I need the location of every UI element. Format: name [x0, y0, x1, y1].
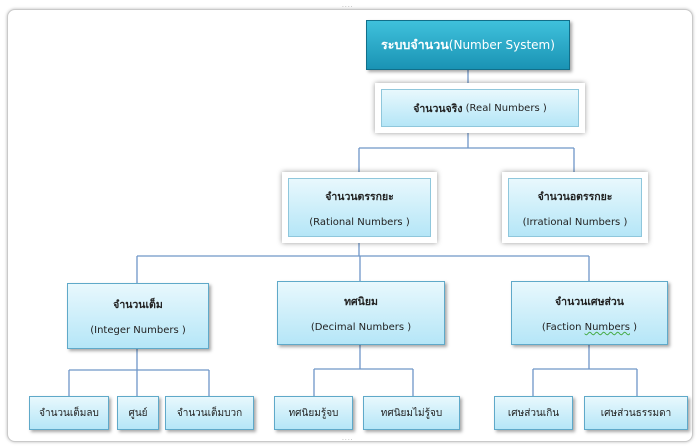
- node-thai-label: จำนวนอตรรกยะ: [537, 190, 613, 203]
- node-negative-integers[interactable]: จำนวนเต็มลบ: [29, 396, 109, 430]
- node-label: ศูนย์: [128, 407, 148, 419]
- node-proper-fractions[interactable]: เศษส่วนธรรมดา: [584, 396, 688, 430]
- node-english-label: (Faction Numbers ): [541, 322, 638, 333]
- node-thai-label: จำนวนเศษส่วน: [555, 296, 624, 308]
- node-english-label: (Irrational Numbers ): [522, 216, 628, 228]
- node-thai-label: จำนวนจริง: [413, 102, 463, 115]
- node-terminating-decimals[interactable]: ทศนิยมรู้จบ: [274, 396, 353, 430]
- node-thai-label: ทศนิยม: [344, 296, 378, 308]
- node-english-label: (Integer Numbers ): [90, 325, 186, 336]
- node-improper-fractions[interactable]: เศษส่วนเกิน: [494, 396, 573, 430]
- node-english-label: (Rational Numbers ): [309, 216, 410, 228]
- node-label: ทศนิยมรู้จบ: [288, 407, 339, 419]
- node-decimal-numbers[interactable]: ทศนิยม (Decimal Numbers ): [277, 281, 445, 345]
- resize-handle-bottom[interactable]: ····: [342, 437, 354, 444]
- node-rational-numbers[interactable]: จำนวนตรรกยะ (Rational Numbers ): [282, 172, 437, 243]
- node-irrational-numbers[interactable]: จำนวนอตรรกยะ (Irrational Numbers ): [502, 172, 648, 243]
- node-non-terminating-decimals[interactable]: ทศนิยมไม่รู้จบ: [363, 396, 460, 430]
- node-fraction-numbers[interactable]: จำนวนเศษส่วน (Faction Numbers ): [511, 281, 668, 345]
- connector: [68, 349, 210, 396]
- connector: [136, 243, 590, 283]
- node-integer-numbers[interactable]: จำนวนเต็ม (Integer Numbers ): [67, 283, 209, 349]
- node-label: จำนวนเต็มบวก: [176, 407, 243, 419]
- node-label: จำนวนเต็มลบ: [39, 407, 99, 419]
- node-label: ทศนิยมไม่รู้จบ: [380, 407, 443, 419]
- node-english-label: (Number System): [448, 38, 555, 52]
- node-real-numbers[interactable]: จำนวนจริง (Real Numbers ): [375, 83, 585, 133]
- connector: [532, 345, 638, 396]
- connector: [358, 133, 575, 172]
- node-zero[interactable]: ศูนย์: [117, 396, 159, 430]
- node-thai-label: ระบบจำนวน: [381, 37, 449, 52]
- node-english-label: (Real Numbers ): [465, 102, 547, 114]
- resize-handle-top[interactable]: ····: [342, 4, 354, 11]
- node-number-system[interactable]: ระบบจำนวน(Number System): [366, 20, 570, 70]
- node-english-label: (Decimal Numbers ): [310, 322, 412, 333]
- node-thai-label: จำนวนเต็ม: [113, 299, 163, 311]
- node-label: เศษส่วนเกิน: [507, 407, 560, 419]
- node-label: เศษส่วนธรรมดา: [600, 407, 672, 419]
- node-thai-label: จำนวนตรรกยะ: [325, 190, 394, 203]
- connector: [313, 345, 414, 396]
- spellcheck-underlined-word: Numbers: [584, 322, 630, 333]
- node-positive-integers[interactable]: จำนวนเต็มบวก: [165, 396, 254, 430]
